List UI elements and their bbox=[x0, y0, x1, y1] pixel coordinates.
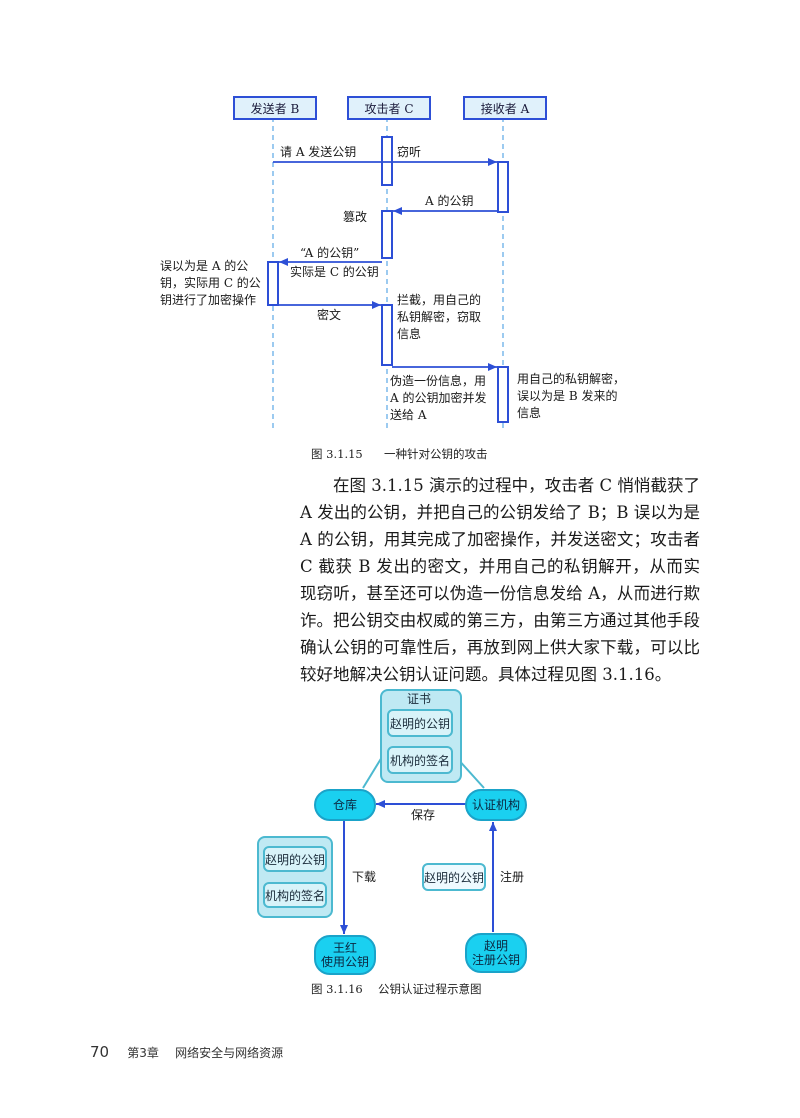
certificate-signature: 机构的签名 bbox=[387, 746, 453, 774]
page-footer: 70 第3章 网络安全与网络资源 bbox=[90, 1042, 283, 1061]
note-forge: 伪造一份信息，用 A 的公钥加密并发送给 A bbox=[390, 374, 487, 422]
label-actually-c-key: 实际是 C 的公钥 bbox=[290, 265, 379, 279]
registered-public-key: 赵明的公钥 bbox=[422, 863, 486, 891]
figure-caption-2: 图 3.1.16 公钥认证过程示意图 bbox=[311, 981, 482, 997]
node-warehouse: 仓库 bbox=[314, 789, 376, 821]
caption-title-2: 公钥认证过程示意图 bbox=[378, 982, 482, 996]
downloaded-signature: 机构的签名 bbox=[263, 882, 327, 908]
label-request-key: 请 A 发送公钥 bbox=[280, 145, 357, 159]
node-wanghong: 王红使用公钥 bbox=[314, 935, 376, 975]
label-eavesdrop: 窃听 bbox=[397, 145, 422, 159]
certificate-public-key: 赵明的公钥 bbox=[387, 709, 453, 737]
activation-c1 bbox=[381, 136, 393, 186]
page-number: 70 bbox=[90, 1043, 110, 1061]
label-register: 注册 bbox=[500, 870, 525, 884]
connector-cert-warehouse bbox=[362, 756, 383, 789]
activation-c2 bbox=[381, 210, 393, 259]
sequence-diagram-lines bbox=[267, 117, 509, 432]
caption-number-2: 图 3.1.16 bbox=[311, 982, 363, 996]
activation-b1 bbox=[267, 261, 279, 306]
body-paragraph-2: 把公钥交由权威的第三方，由第三方通过其他手段确认公钥的可靠性后，再放到网上供大家… bbox=[300, 611, 700, 684]
label-a-public-key: A 的公钥 bbox=[425, 194, 474, 208]
certificate-title: 证书 bbox=[406, 692, 431, 706]
figure-caption-1: 图 3.1.15 一种针对公钥的攻击 bbox=[311, 446, 488, 462]
participant-sender: 发送者 B bbox=[233, 96, 317, 120]
node-zhaoming: 赵明注册公钥 bbox=[465, 933, 527, 973]
chapter-title: 网络安全与网络资源 bbox=[175, 1046, 284, 1060]
activation-a1 bbox=[497, 161, 509, 213]
note-sender-mistake: 误以为是 A 的公钥，实际用 C 的公钥进行了加密操作 bbox=[160, 259, 261, 307]
note-intercept: 拦截，用自己的私钥解密，窃取信息 bbox=[397, 293, 482, 341]
body-paragraph-1: 在图 3.1.15 演示的过程中，攻击者 C 悄悄截获了 A 发出的公钥，并把自… bbox=[300, 476, 700, 630]
label-tamper: 篡改 bbox=[343, 210, 368, 224]
label-ciphertext: 密文 bbox=[317, 308, 342, 322]
label-fake-key: “A 的公钥” bbox=[300, 246, 360, 260]
caption-title: 一种针对公钥的攻击 bbox=[384, 447, 488, 461]
label-download: 下载 bbox=[352, 870, 377, 884]
chapter-number: 第3章 bbox=[127, 1046, 159, 1060]
participant-attacker: 攻击者 C bbox=[347, 96, 431, 120]
note-receiver-decrypt: 用自己的私钥解密，误以为是 B 发来的信息 bbox=[517, 372, 626, 420]
node-authority: 认证机构 bbox=[465, 789, 527, 821]
activation-a2 bbox=[497, 366, 509, 423]
label-save: 保存 bbox=[411, 808, 436, 822]
participant-receiver: 接收者 A bbox=[463, 96, 547, 120]
caption-number: 图 3.1.15 bbox=[311, 447, 363, 461]
activation-c3 bbox=[381, 304, 393, 366]
downloaded-public-key: 赵明的公钥 bbox=[263, 846, 327, 872]
